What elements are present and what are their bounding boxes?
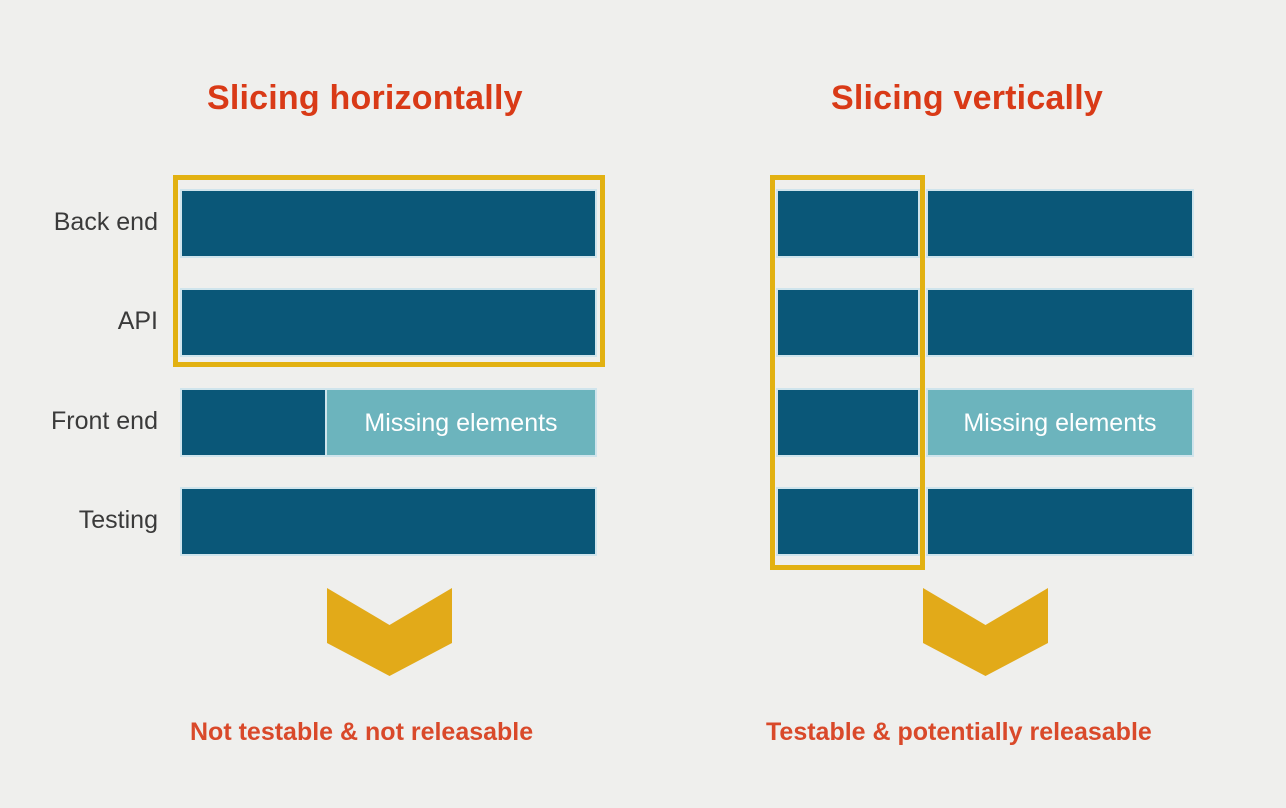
bar-segment [928, 489, 1192, 554]
bar-segment [182, 290, 595, 355]
bar-segment [182, 191, 595, 256]
slice-highlight-box-horizontal [173, 175, 605, 367]
chevron-down-icon [327, 588, 452, 676]
panel-caption-vertical: Testable & potentially releasable [766, 718, 1152, 746]
row-label-api: API [117, 307, 158, 335]
bar-segment [182, 390, 327, 455]
panel-title-horizontal: Slicing horizontally [207, 79, 523, 117]
bar-segment [928, 290, 1192, 355]
chevron-down-icon [923, 588, 1048, 676]
bar-segment [928, 390, 1192, 455]
bar-segment [778, 489, 918, 554]
slice-highlight-box-vertical [770, 175, 925, 570]
bar-segment [778, 390, 918, 455]
bar-segment [778, 290, 918, 355]
bar-segment [928, 191, 1192, 256]
bar-label-missing-elements: Missing elements [963, 408, 1157, 437]
panel-caption-horizontal: Not testable & not releasable [190, 718, 534, 746]
bar-segment [182, 489, 595, 554]
bar-segment [327, 390, 595, 455]
panel-title-vertical: Slicing vertically [831, 79, 1103, 117]
row-label-back-end: Back end [53, 208, 158, 236]
bar-segment [778, 191, 918, 256]
bar-label-missing-elements: Missing elements [364, 408, 558, 437]
row-label-testing: Testing [78, 506, 158, 534]
row-label-front-end: Front end [50, 407, 158, 435]
